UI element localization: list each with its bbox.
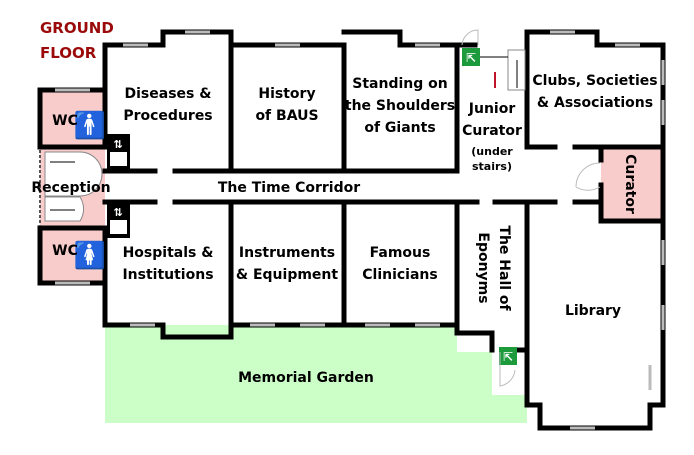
room-reception[interactable]: Reception xyxy=(31,180,110,196)
junior-note: (under xyxy=(471,145,513,158)
svg-text:⇅: ⇅ xyxy=(113,138,122,151)
room-curator[interactable]: Curator xyxy=(622,154,638,214)
curator-room[interactable] xyxy=(601,147,663,221)
room-standing-line2: the Shoulders xyxy=(345,98,455,114)
junior-note-line2: stairs) xyxy=(472,160,512,173)
walls xyxy=(37,29,666,431)
room-famous[interactable]: Famous xyxy=(370,245,431,261)
door-icon xyxy=(461,29,479,46)
room-instruments[interactable]: Instruments xyxy=(239,245,335,261)
garden-label: Memorial Garden xyxy=(238,370,374,386)
room-clubs-line2: & Associations xyxy=(537,95,653,111)
room-standing[interactable]: Standing on xyxy=(352,76,447,92)
svg-text:⇅: ⇅ xyxy=(113,206,122,219)
man-icon: 🚹 xyxy=(74,110,106,141)
door-icon xyxy=(575,162,601,191)
room-eponyms[interactable]: The Hall of xyxy=(496,225,512,311)
room-standing-line3: of Giants xyxy=(364,120,435,136)
svg-text:⇱: ⇱ xyxy=(466,51,476,65)
room-junior-line2: Curator xyxy=(462,123,522,139)
room-famous-line2: Clinicians xyxy=(362,267,437,283)
lift-icon: ⇅ xyxy=(107,202,130,238)
lift-icon: ⇅ xyxy=(107,134,130,170)
room-library[interactable]: Library xyxy=(565,303,621,319)
room-clubs[interactable]: Clubs, Societies xyxy=(532,73,657,89)
room-wc-men[interactable]: WC xyxy=(52,113,78,129)
door-icon xyxy=(499,352,516,387)
room-diseases[interactable]: Diseases & xyxy=(125,86,212,102)
floor-title: GROUND xyxy=(40,19,114,37)
svg-text:⇱: ⇱ xyxy=(503,350,513,364)
windows xyxy=(55,30,665,430)
floor-title: FLOOR xyxy=(40,44,97,62)
room-history-line2: of BAUS xyxy=(255,108,318,124)
room-hospitals[interactable]: Hospitals & xyxy=(123,245,214,261)
room-instruments-line2: & Equipment xyxy=(236,267,339,283)
room-junior-curator[interactable]: Junior xyxy=(468,101,516,117)
memorial-garden[interactable] xyxy=(105,325,527,423)
fire-exit-icon: ⇱ xyxy=(499,347,517,365)
junior-stairs xyxy=(480,49,526,91)
room-diseases-line2: Procedures xyxy=(123,108,212,124)
fire-exit-icon: ⇱ xyxy=(462,48,480,66)
time-corridor[interactable]: The Time Corridor xyxy=(218,180,360,196)
stairs-icon xyxy=(44,151,103,222)
room-eponyms-line2: Eponyms xyxy=(475,232,491,303)
room-history[interactable]: History xyxy=(258,86,315,102)
room-hospitals-line2: Institutions xyxy=(122,267,213,283)
room-wc-women[interactable]: WC xyxy=(52,243,78,259)
woman-icon: 🚺 xyxy=(74,240,106,271)
